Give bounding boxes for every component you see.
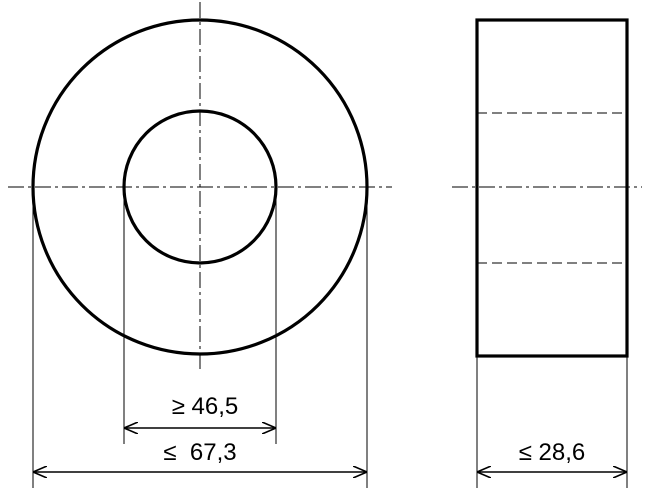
inner-diameter-label: ≥ 46,5 [172,393,239,420]
side-outline [475,18,629,358]
front-view: ≥ 46,5 ≤ 67,3 [8,2,392,488]
side-view: ≤ 28,6 [452,18,642,488]
outer-diameter-label: ≤ 67,3 [163,439,236,466]
side-height-label: ≤ 28,6 [519,439,586,466]
